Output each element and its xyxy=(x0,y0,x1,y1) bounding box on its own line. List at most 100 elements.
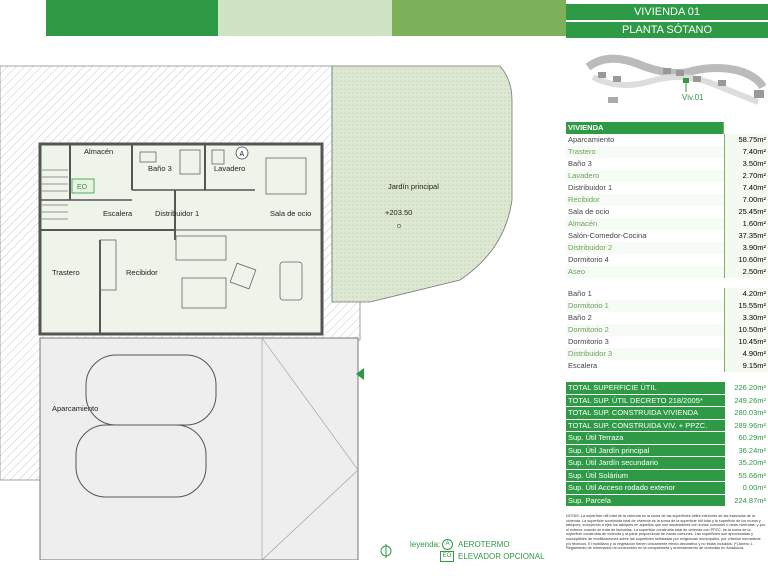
area-row-label: Sup. Útil Solárium xyxy=(568,470,629,480)
area-row-value: 289.96m² xyxy=(724,419,768,431)
area-row-value: 37.35m² xyxy=(724,230,768,242)
area-row-value: 10.45m² xyxy=(724,336,768,348)
area-row: Trastero 7.40m² xyxy=(566,146,768,158)
area-row-label: Dormitorio 4 xyxy=(568,255,609,264)
sofa-furniture xyxy=(175,235,227,261)
area-row: Dormitorio 1 15.55m² xyxy=(566,300,768,312)
area-row-value: 226.20m² xyxy=(724,382,768,394)
area-row-value: 15.55m² xyxy=(724,300,768,312)
area-row-label: Dormitorio 1 xyxy=(568,301,609,310)
area-row-label: TOTAL SUP. CONSTRUIDA VIV. + PPZC. xyxy=(568,420,708,430)
area-row-label: Trastero xyxy=(568,147,596,156)
table-section-label: VIVIENDA xyxy=(568,123,604,132)
elevator-symbol-text: EO xyxy=(77,184,88,191)
elevation-label: +203.50 xyxy=(385,208,412,217)
area-row: Almacén 1.60m² xyxy=(566,218,768,230)
area-row-value: 280.03m² xyxy=(724,407,768,419)
room-label-recibidor: Recibidor xyxy=(126,268,158,277)
area-row-label: Distribuidor 1 xyxy=(568,183,613,192)
legend-elevador-text: ELEVADOR OPCIONAL xyxy=(458,552,545,561)
top-bar-light xyxy=(218,0,392,36)
room-label-lavadero: Lavadero xyxy=(214,164,245,173)
room-label-trastero: Trastero xyxy=(52,268,80,277)
area-row-label: Sala de ocio xyxy=(568,207,610,216)
parking-area xyxy=(39,337,359,560)
garden-area xyxy=(331,65,513,303)
area-row-label: Dormitorio 2 xyxy=(568,325,609,334)
area-row-label: Baño 1 xyxy=(568,289,592,298)
area-row-value: 249.26m² xyxy=(724,394,768,406)
area-row-value: 7.40m² xyxy=(724,146,768,158)
area-row: Dormitorio 2 10.50m² xyxy=(566,324,768,336)
unit-title: VIVIENDA 01 xyxy=(566,4,768,20)
area-row-value: 3.30m² xyxy=(724,312,768,324)
interior-outline xyxy=(38,142,324,336)
area-row-value: 0.00m² xyxy=(724,482,768,494)
area-row-label: Baño 2 xyxy=(568,313,592,322)
area-row-label: TOTAL SUPERFICIE ÚTIL xyxy=(568,383,657,392)
area-row-value: 224.87m² xyxy=(724,494,768,506)
area-row-value: 36.24m² xyxy=(724,444,768,456)
area-row-label: Sup. Útil Jardín secundario xyxy=(568,458,659,467)
area-row-label: Distribuidor 2 xyxy=(568,243,613,252)
area-row-value: 9.15m² xyxy=(724,360,768,372)
room-label-sala-ocio: Sala de ocio xyxy=(270,209,311,218)
notes-text: NOTAS: La superficie útil total de la vi… xyxy=(566,514,766,551)
area-row-label: Aparcamiento xyxy=(568,135,615,144)
car-outline xyxy=(75,424,207,498)
area-row-label: Sup. Útil Acceso rodado exterior xyxy=(568,483,676,492)
floor-plan: Almacén Baño 3 Lavadero Escalera Distrib… xyxy=(0,65,513,560)
table-furniture xyxy=(265,157,307,195)
area-row-value: 10.60m² xyxy=(724,254,768,266)
area-row: Sala de ocio 25.45m² xyxy=(566,206,768,218)
table-section-header: VIVIENDA xyxy=(566,122,768,134)
legend: leyenda: A AEROTERMO EO ELEVADOR OPCIONA… xyxy=(380,538,560,568)
aerotermo-symbol-icon xyxy=(235,146,249,160)
total-row: TOTAL SUP. CONSTRUIDA VIV. + PPZC. 289.96… xyxy=(566,419,768,432)
total-row: TOTAL SUP. ÚTIL DECRETO 218/2005*249.26m… xyxy=(566,394,768,407)
area-row-label: Baño 3 xyxy=(568,159,592,168)
key-map-label: Viv.01 xyxy=(682,93,704,102)
stairs xyxy=(42,169,68,220)
room-label-almacen: Almacén xyxy=(84,147,113,156)
area-row-label: Sup. Parcela xyxy=(568,495,611,505)
area-row-label: Almacén xyxy=(568,219,598,228)
area-row: Dormitorio 4 10.60m² xyxy=(566,254,768,266)
area-row-value: 58.75m² xyxy=(724,134,768,146)
top-bar-mid xyxy=(392,0,566,36)
room-label-jardin: Jardín principal xyxy=(388,182,439,191)
room-label-aparcamiento: Aparcamiento xyxy=(52,404,98,413)
area-row-value: 55.66m² xyxy=(724,469,768,481)
elevator-symbol-icon xyxy=(71,178,95,194)
area-row: Baño 2 3.30m² xyxy=(566,312,768,324)
top-bar-dark xyxy=(46,0,218,36)
dining-table xyxy=(279,261,303,301)
north-arrow-icon xyxy=(380,544,392,558)
area-row-value: 4.90m² xyxy=(724,348,768,360)
area-row-value: 10.50m² xyxy=(724,324,768,336)
area-row-value: 35.20m² xyxy=(724,457,768,469)
area-row-value: 25.45m² xyxy=(724,206,768,218)
legend-aerotermo-icon: A xyxy=(442,539,453,550)
room-label-distribuidor1: Distribuidor 1 xyxy=(155,209,199,218)
entrance-arrow-icon xyxy=(356,368,364,380)
area-row-value: 1.60m² xyxy=(724,218,768,230)
area-row-value: 3.90m² xyxy=(724,242,768,254)
total-row: TOTAL SUPERFICIE ÚTIL 226.20m² xyxy=(566,382,768,395)
area-row-label: Aseo xyxy=(568,267,586,276)
